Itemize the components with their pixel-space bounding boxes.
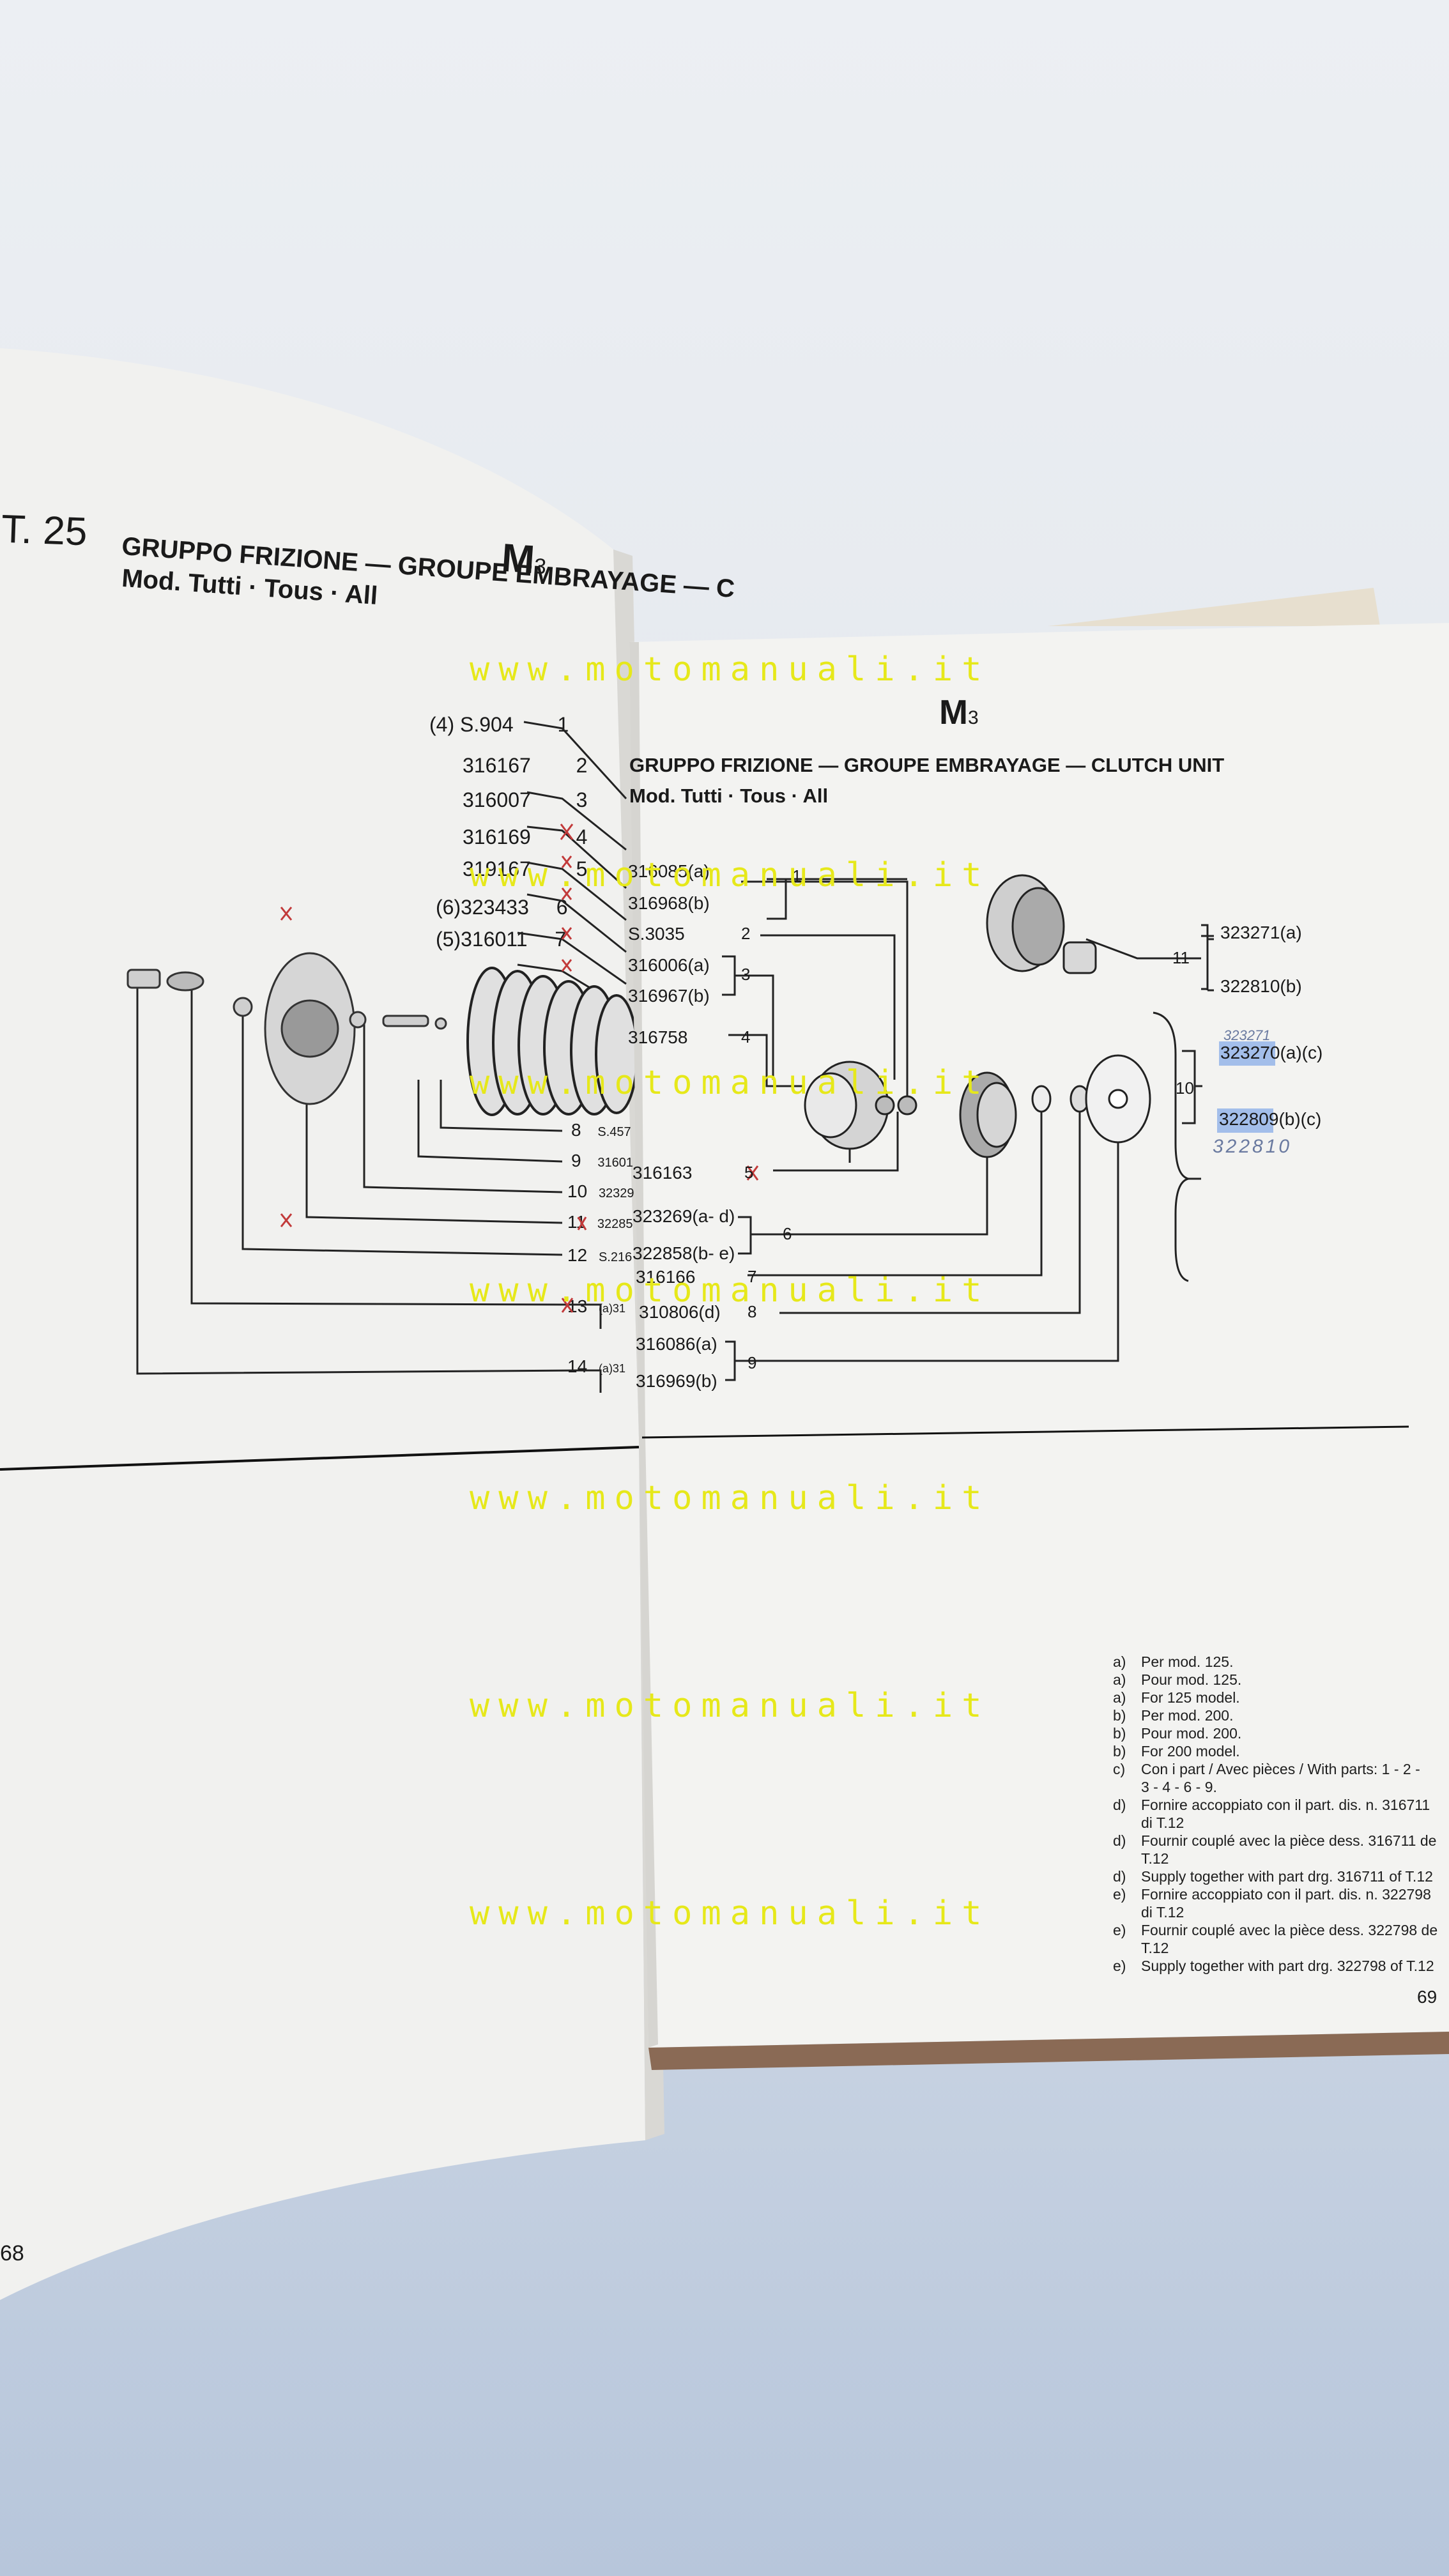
watermark-text: www.motomanuali.it: [470, 1271, 991, 1310]
right-page-number: 69: [1417, 1987, 1438, 2007]
ref-number-3: 3: [741, 965, 751, 984]
part-1a-label: 316085(a): [628, 861, 710, 881]
ref-number-8: 8: [747, 1302, 757, 1321]
ref-number-11: 11: [1172, 948, 1190, 967]
part-6b-label: 322858(b- e): [632, 1243, 735, 1263]
watermark-text: www.motomanuali.it: [470, 1894, 991, 1933]
part-8-label: 310806(d): [639, 1302, 721, 1322]
part-2-label: S.3035: [628, 924, 685, 944]
watermark-text: www.motomanuali.it: [470, 856, 991, 894]
footnote: b)Per mod. 200.: [1113, 1707, 1234, 1724]
part-7-label: 316166: [636, 1267, 696, 1287]
left-part-row: 12 S.216: [567, 1245, 632, 1265]
left-part-row: (5)316011 7: [436, 928, 567, 951]
left-part-row: 9 31601: [571, 1151, 633, 1170]
part-10a-label: 323270(a)(c): [1220, 1044, 1322, 1062]
ref-number-5: 5: [744, 1163, 754, 1182]
handwritten-note-2: 322810: [1213, 1136, 1292, 1157]
part-1b-label: 316968(b): [628, 893, 710, 913]
right-heading-code: M: [939, 693, 968, 732]
part-4-label: 316758: [628, 1027, 688, 1047]
footnote: T.12: [1141, 1940, 1169, 1956]
footnote: 3 - 4 - 6 - 9.: [1141, 1779, 1217, 1795]
part-3a-label: 316006(a): [628, 955, 710, 975]
part-5-label: 316163: [632, 1163, 693, 1183]
left-part-row: 14 (a)31: [567, 1356, 625, 1376]
handwritten-note-1: 323271: [1223, 1027, 1271, 1043]
footnote: b)For 200 model.: [1113, 1743, 1240, 1759]
ref-number-9: 9: [747, 1353, 757, 1372]
ref-number-1: 1: [792, 866, 802, 885]
left-part-row: 316167 2: [463, 754, 588, 777]
part-11b-label: 322810(b): [1220, 976, 1302, 996]
right-title-line2: Mod. Tutti · Tous · All: [629, 785, 829, 807]
ref-number-2: 2: [741, 924, 751, 943]
left-part-row: 10 32329: [567, 1181, 634, 1201]
part-10b-code: 322809: [1219, 1109, 1279, 1129]
ref-number-4: 4: [741, 1027, 751, 1046]
footnote: di T.12: [1141, 1814, 1184, 1831]
part-9b-label: 316969(b): [636, 1371, 717, 1391]
left-part-row: 319167 5: [463, 857, 588, 880]
ref-number-6: 6: [783, 1224, 792, 1243]
right-page-heading: M3: [939, 695, 979, 730]
part-6a-label: 323269(a- d): [632, 1206, 735, 1226]
footnote: d)Fornire accoppiato con il part. dis. n…: [1113, 1797, 1430, 1813]
left-part-row: (6)323433 6: [436, 896, 568, 919]
footnote: a)For 125 model.: [1113, 1689, 1240, 1706]
ref-number-10: 10: [1176, 1078, 1194, 1098]
watermark-text: www.motomanuali.it: [470, 1064, 991, 1102]
part-10b-label: 322809(b)(c): [1219, 1110, 1321, 1128]
footnote: d)Supply together with part drg. 316711 …: [1113, 1868, 1433, 1885]
footnote: c)Con i part / Avec pièces / With parts:…: [1113, 1761, 1420, 1777]
footnote: b)Pour mod. 200.: [1113, 1725, 1242, 1742]
footnote: T.12: [1141, 1850, 1169, 1867]
right-title-line1: GRUPPO FRIZIONE — GROUPE EMBRAYAGE — CLU…: [629, 754, 1225, 776]
watermark-text: www.motomanuali.it: [470, 1687, 991, 1725]
left-part-row: 316007 3: [463, 788, 588, 811]
footnote: a)Pour mod. 125.: [1113, 1671, 1242, 1688]
left-part-row: 316169 4: [463, 825, 588, 848]
left-part-row: 8 S.457: [571, 1120, 631, 1140]
ref-number-7: 7: [747, 1267, 757, 1286]
part-9a-label: 316086(a): [636, 1334, 717, 1354]
part-10b-suffix: (b)(c): [1278, 1109, 1322, 1129]
part-10a-code: 323270: [1220, 1043, 1280, 1062]
footnote: e)Supply together with part drg. 322798 …: [1113, 1958, 1434, 1974]
footnote: e)Fornire accoppiato con il part. dis. n…: [1113, 1886, 1431, 1903]
footnote: e)Fournir couplé avec la pièce dess. 322…: [1113, 1922, 1438, 1938]
watermark-text: www.motomanuali.it: [470, 650, 991, 689]
footnote: a)Per mod. 125.: [1113, 1653, 1234, 1670]
part-10a-suffix: (a)(c): [1280, 1043, 1323, 1062]
part-11a-label: 323271(a): [1220, 923, 1302, 942]
watermark-text: www.motomanuali.it: [470, 1479, 991, 1517]
part-3b-label: 316967(b): [628, 986, 710, 1006]
footnote: di T.12: [1141, 1904, 1184, 1920]
left-part-row: (4) S.904 1: [429, 713, 569, 736]
right-heading-sub: 3: [967, 707, 979, 728]
left-page-number: 68: [0, 2241, 24, 2266]
footnote: d)Fournir couplé avec la pièce dess. 316…: [1113, 1832, 1437, 1849]
